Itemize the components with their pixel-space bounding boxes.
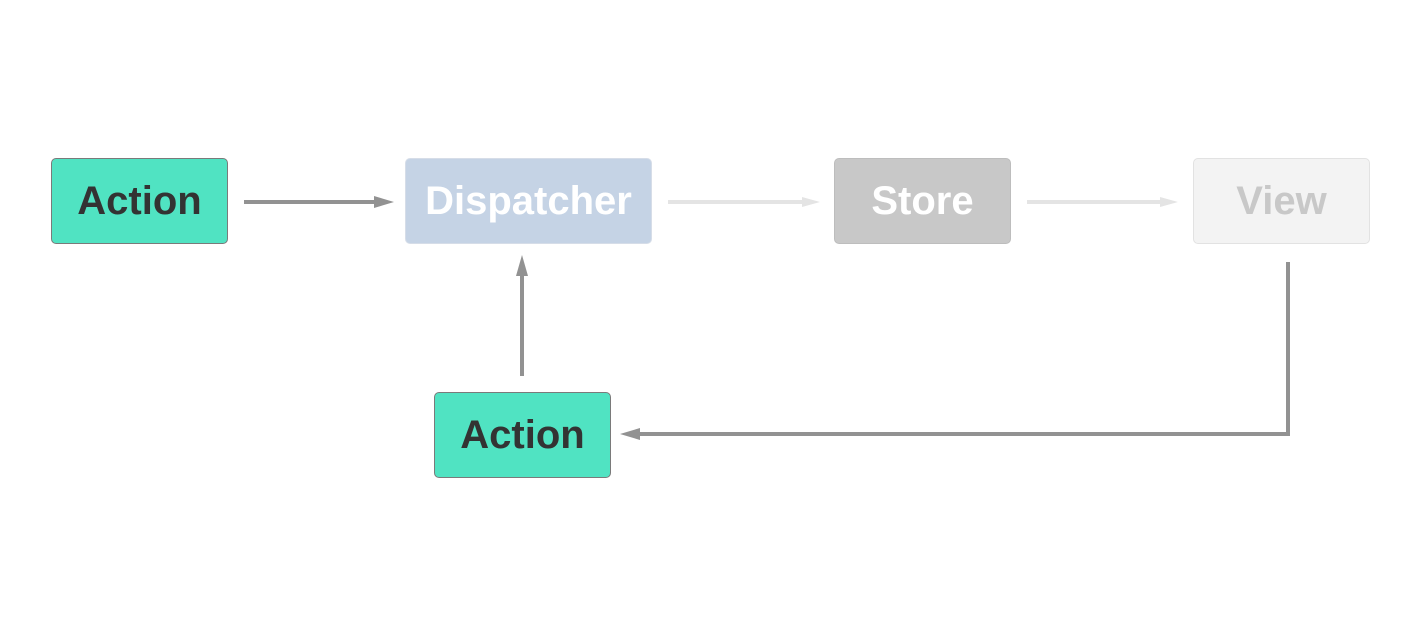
arrowhead-up-icon <box>516 255 528 276</box>
arrowhead-right-icon <box>802 197 820 207</box>
edge-line <box>638 262 1290 436</box>
edge-action-to-dispatcher <box>244 196 394 208</box>
edge-action-to-dispatcher-up <box>516 255 528 376</box>
arrowhead-right-icon <box>1160 197 1178 207</box>
edge-view-to-action <box>620 262 1290 440</box>
node-action-bottom: Action <box>434 392 611 478</box>
node-store: Store <box>834 158 1011 244</box>
node-view: View <box>1193 158 1370 244</box>
arrowhead-left-icon <box>620 428 640 440</box>
arrowhead-right-icon <box>374 196 394 208</box>
edge-store-to-view <box>1027 197 1178 207</box>
edge-dispatcher-to-store <box>668 197 820 207</box>
node-action-top: Action <box>51 158 228 244</box>
node-dispatcher: Dispatcher <box>405 158 652 244</box>
